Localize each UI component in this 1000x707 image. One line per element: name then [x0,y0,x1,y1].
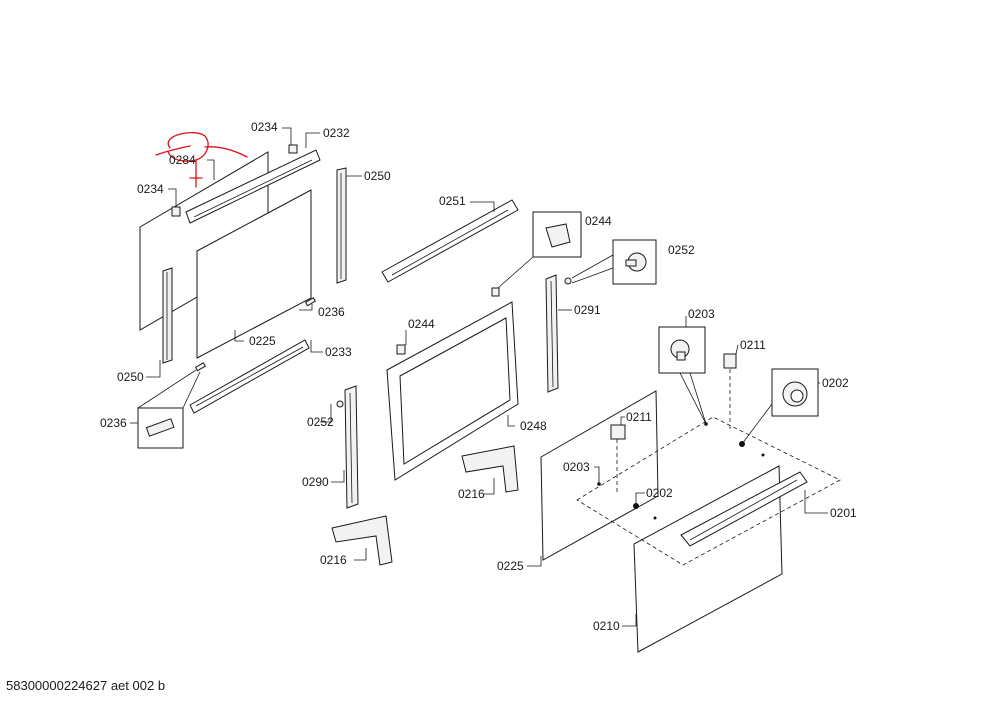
label-0234-left: 0234 [137,182,164,196]
label-0202-mid: 0202 [646,486,673,500]
label-0203-top: 0203 [688,307,715,321]
label-0252-mid: 0252 [307,415,334,429]
glass-pane-0225 [196,189,312,359]
label-0203-mid: 0203 [563,460,590,474]
clip-0234-left [171,206,181,217]
label-0225-bottom: 0225 [497,559,524,573]
rear-glass-group [137,144,347,449]
red-annotation-scribble [155,132,248,188]
fixing-point-0202-right [739,441,745,447]
side-profile-0250-left [162,267,173,364]
side-profile-0250-right [336,167,347,284]
side-profile-0290 [344,385,359,509]
hinge-bracket-0216-mid [461,445,519,493]
outer-door-group [540,326,841,653]
label-0284: 0284 [169,153,196,167]
label-0290: 0290 [302,475,329,489]
clip-0234-top [288,144,298,154]
label-0216-mid: 0216 [458,487,485,501]
label-0234-top: 0234 [251,120,278,134]
door-frame-group [331,199,657,566]
label-0236-left: 0236 [100,416,127,430]
label-0210: 0210 [593,619,620,633]
label-0251: 0251 [439,194,466,208]
bracket-0211-mid [610,424,626,440]
screw-0252-mid [336,400,344,408]
label-0216-bottom: 0216 [320,553,347,567]
glass-pane-0225-outer [540,390,659,561]
label-0250-left: 0250 [117,370,144,384]
label-0244-mid: 0244 [408,317,435,331]
spacer-0236-bottom [194,362,207,372]
label-0211-mid: 0211 [626,410,652,424]
label-0250-top: 0250 [364,169,391,183]
label-0201: 0201 [830,506,857,520]
label-0291: 0291 [574,303,601,317]
label-0202-right: 0202 [822,376,849,390]
part-labels: 0234 0232 0284 0234 0250 0251 0244 0252 … [100,120,857,633]
screw-0252-small [564,277,572,285]
label-0252-top: 0252 [668,243,695,257]
label-0233: 0233 [325,345,352,359]
spacer-0236-mid [304,297,317,307]
label-0225-left: 0225 [249,334,276,348]
clip-0244-mid [396,344,406,355]
label-0232: 0232 [323,126,350,140]
document-id: 58300000224627 aet 002 b [6,678,166,693]
bracket-0211-top [723,353,737,369]
hinge-bracket-0216-bottom [331,515,393,566]
top-bar-0251 [381,199,519,283]
label-0248: 0248 [520,419,547,433]
label-0244-top: 0244 [585,214,612,228]
mounting-plane-0201 [576,416,841,566]
label-0236-mid: 0236 [318,305,345,319]
label-0211-top: 0211 [740,338,766,352]
leader-lines [130,127,828,627]
